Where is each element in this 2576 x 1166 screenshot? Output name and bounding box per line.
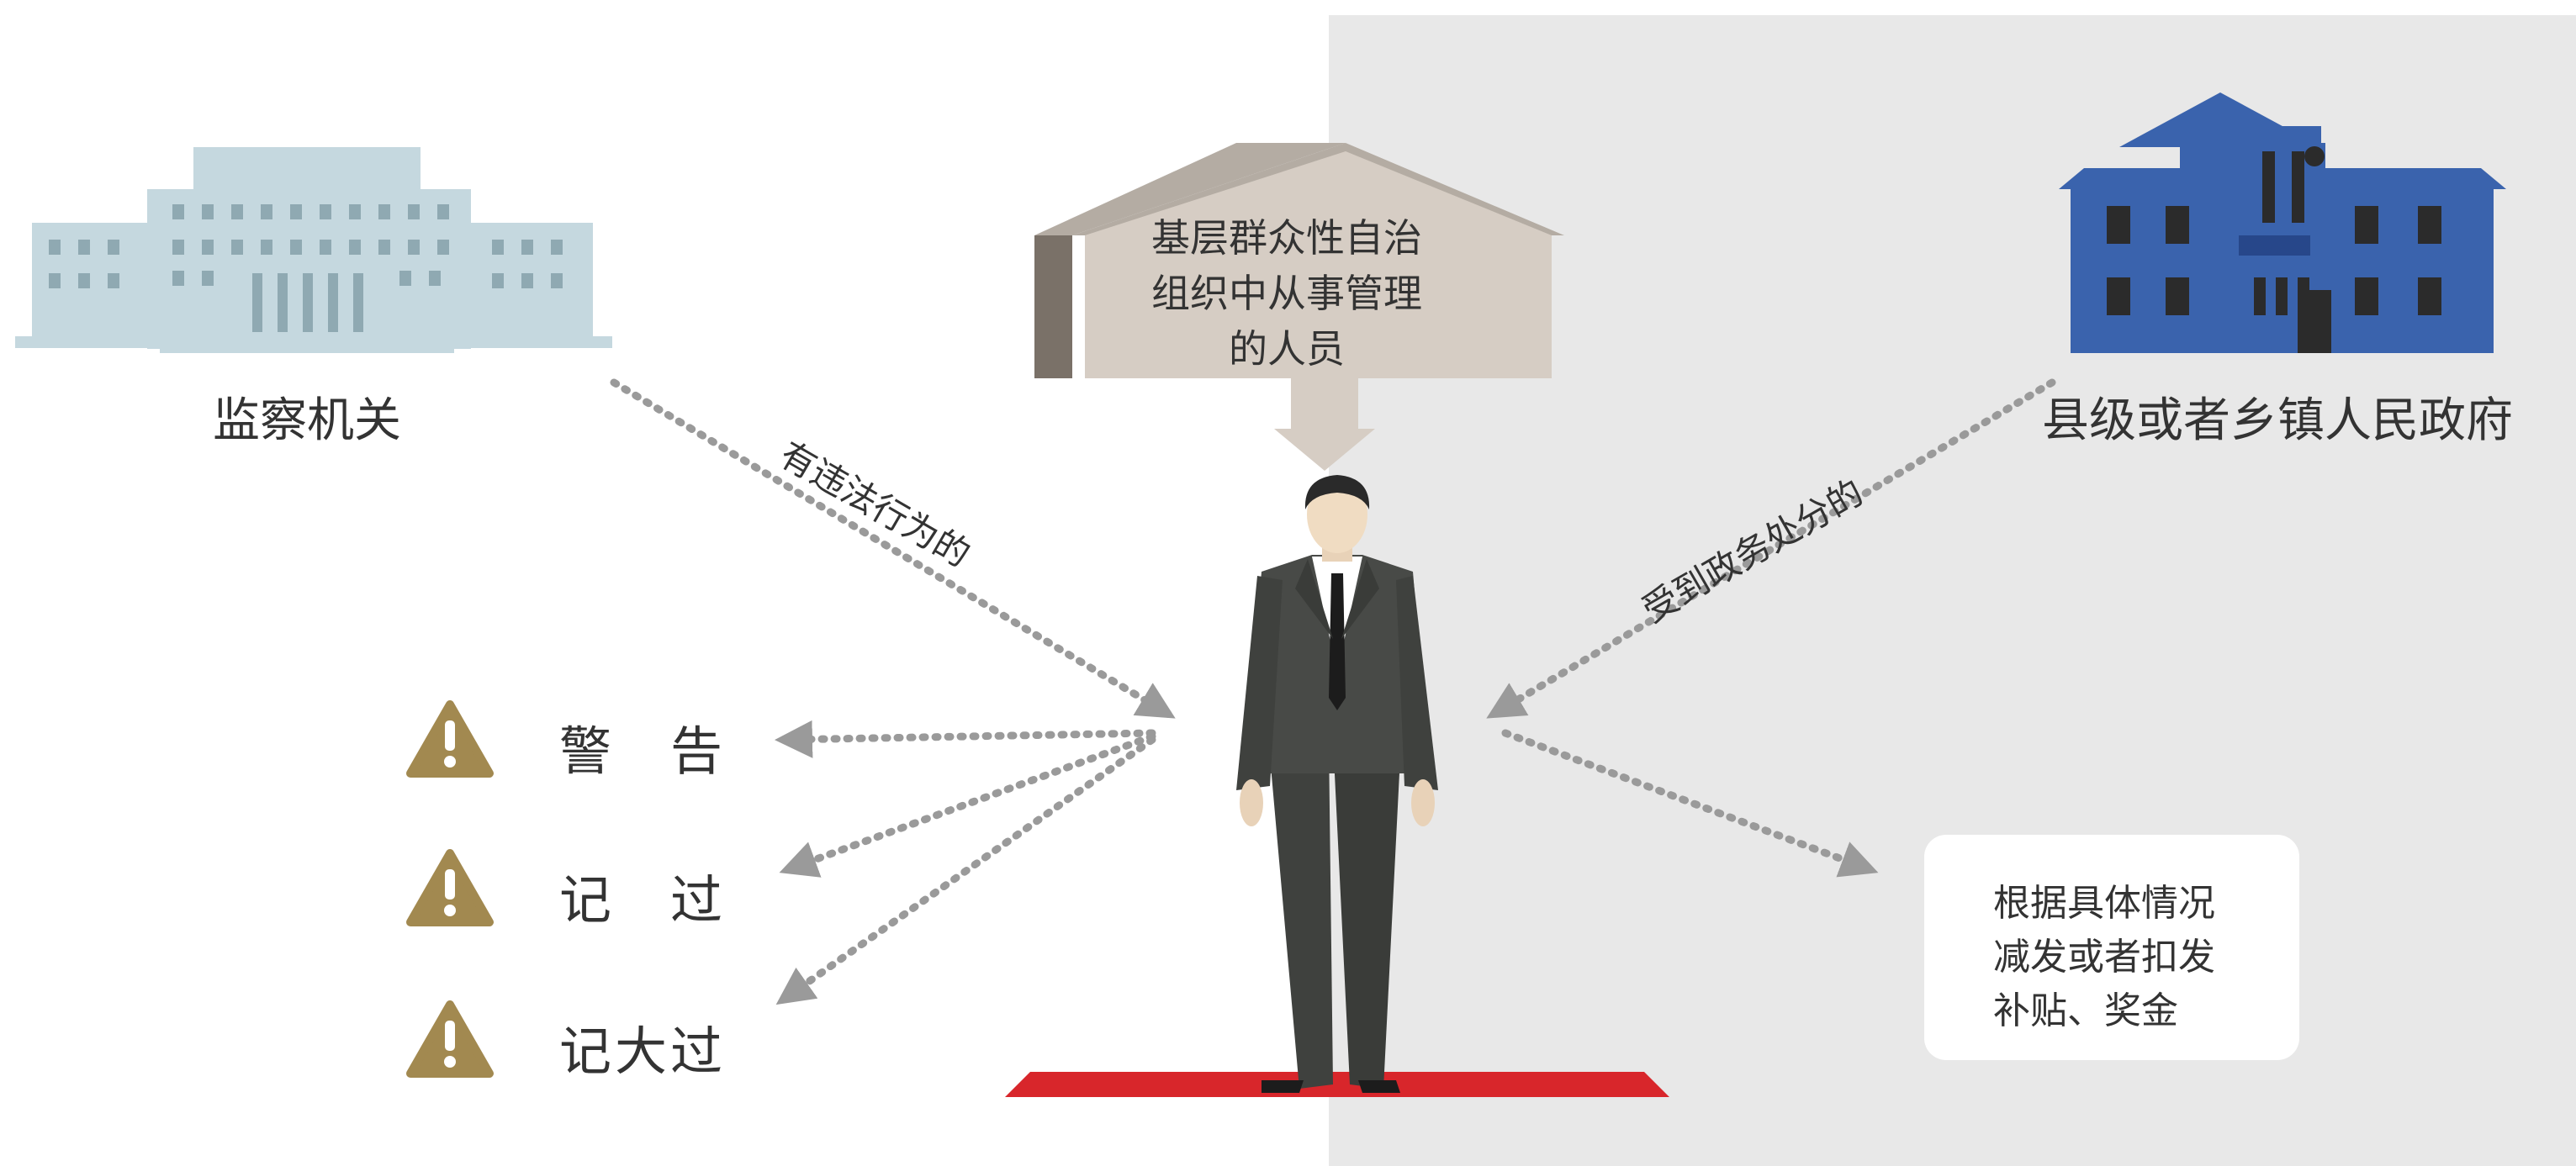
result-arrow	[1501, 729, 1879, 878]
penalty-major-demerit-label: 记大过	[559, 1021, 727, 1082]
government-building-icon	[15, 147, 612, 353]
result-box	[1924, 835, 2299, 1060]
major-demerit-arrow	[775, 736, 1156, 1005]
warning-arrow	[775, 720, 1156, 758]
supervisory-authority-label: 监察机关	[213, 393, 401, 448]
warning-icon	[406, 849, 494, 926]
warning-icon	[406, 1000, 494, 1078]
result-text-line: 减发或者扣发	[1993, 936, 2215, 979]
subject-label-line: 的人员	[1229, 326, 1345, 372]
result-text: 根据具体情况 减发或者扣发 补贴、奖金	[1993, 877, 2215, 1038]
warning-icon	[406, 700, 494, 778]
person-icon	[1236, 475, 1438, 1093]
right-entity-arrow	[1486, 378, 2056, 719]
subject-label-line: 组织中从事管理	[1151, 271, 1422, 316]
penalty-warning-label: 警 告	[559, 720, 727, 782]
county-town-government-label: 县级或者乡镇人民政府	[2042, 393, 2513, 448]
subject-label: 基层群众性自治 组织中从事管理 的人员	[1093, 210, 1480, 377]
result-text-line: 根据具体情况	[1993, 882, 2215, 925]
town-government-building-icon	[2059, 92, 2506, 353]
arrows	[610, 378, 2056, 1005]
result-text-line: 补贴、奖金	[1993, 989, 2178, 1032]
subject-label-line: 基层群众性自治	[1151, 215, 1422, 261]
house-shaped-label-box	[1034, 143, 1564, 471]
left-entity-arrow	[610, 378, 1176, 719]
red-carpet	[1005, 1072, 1669, 1097]
demerit-arrow	[779, 732, 1156, 878]
penalty-demerit-label: 记 过	[559, 869, 727, 931]
